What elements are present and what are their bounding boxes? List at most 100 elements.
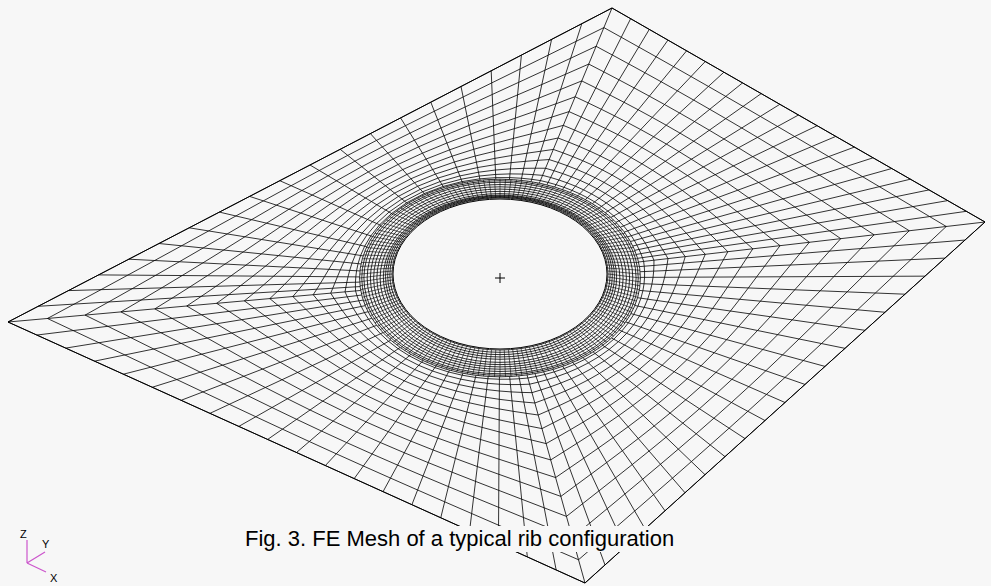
mesh-radial — [573, 362, 685, 492]
mesh-radial — [639, 222, 985, 262]
rib-radial — [525, 182, 533, 200]
rib-radial — [372, 237, 401, 243]
rib-ring — [362, 181, 638, 376]
rib-radial — [375, 233, 404, 239]
mesh-radial — [633, 179, 911, 246]
rib-radial — [590, 223, 617, 232]
mesh-ring — [155, 81, 841, 496]
rib-radial — [533, 346, 543, 372]
rib-radial — [363, 292, 395, 301]
mesh-radial — [441, 375, 476, 517]
rib-radial — [446, 187, 458, 204]
rib-radial — [608, 280, 640, 286]
mesh-ring — [345, 174, 654, 385]
rib-radial — [541, 344, 553, 369]
rib-radial — [504, 350, 505, 377]
rib-radial — [378, 311, 406, 326]
mesh-radial — [619, 330, 785, 402]
rib-radial — [413, 334, 433, 356]
mesh-radial — [620, 136, 835, 227]
rib-radial — [365, 251, 396, 253]
mesh-radial — [603, 345, 745, 438]
rib-radial — [537, 185, 548, 202]
axis-label: Z — [20, 528, 27, 540]
hole — [393, 199, 607, 349]
mesh-radial — [640, 284, 905, 295]
rib-radial — [533, 184, 543, 202]
rib-radial — [537, 345, 548, 370]
rib-radial — [508, 350, 511, 377]
rib-ring — [386, 196, 615, 357]
rib-radial — [380, 226, 408, 234]
rib-radial — [579, 326, 603, 345]
rib-radial — [360, 268, 392, 270]
rib-radial — [567, 334, 587, 356]
mesh-radial — [570, 51, 686, 193]
rib-radial — [397, 326, 421, 345]
mesh-radial — [636, 201, 947, 255]
rib-radial — [607, 286, 639, 294]
rib-radial — [451, 345, 462, 370]
mesh-radial — [521, 39, 551, 180]
rib-radial — [517, 180, 522, 199]
rib-radial — [441, 188, 455, 205]
rib-radial — [473, 181, 479, 199]
rib-radial — [422, 337, 440, 360]
rib-radial — [409, 332, 430, 353]
rib-radial — [361, 283, 393, 290]
rib-radial — [500, 350, 501, 377]
rib-radial — [390, 321, 415, 339]
rib-radial — [604, 251, 635, 253]
mesh-radial — [470, 376, 489, 530]
axis-label: Y — [42, 538, 49, 550]
mesh-radial — [370, 134, 425, 195]
rib-radial — [362, 289, 394, 297]
mesh-radial — [189, 228, 363, 256]
rib-radial — [607, 265, 639, 266]
mesh-radial — [612, 338, 765, 421]
mesh-radial — [431, 102, 463, 183]
rib-ring — [367, 185, 633, 372]
figure-caption: Fig. 3. FE Mesh of a typical rib configu… — [242, 526, 677, 552]
plate-outline — [8, 8, 985, 583]
rib-radial — [478, 180, 483, 199]
mesh-radial — [383, 370, 449, 491]
rib-radial — [596, 309, 625, 323]
rib-radial — [594, 230, 622, 237]
mesh-lines — [8, 8, 985, 583]
mesh-radial — [340, 149, 407, 203]
mesh-radial — [219, 212, 366, 247]
rib-radial — [590, 316, 617, 333]
rib-radial — [451, 185, 462, 202]
rib-radial — [380, 314, 408, 330]
rib-ring — [392, 198, 608, 350]
rib-radial — [462, 183, 471, 201]
mesh-radial — [280, 181, 381, 226]
mesh-radial — [624, 147, 854, 232]
mesh-radial — [123, 312, 368, 374]
mesh-radial — [66, 300, 363, 348]
rib-radial — [483, 349, 487, 376]
mesh-radial — [638, 211, 967, 258]
rib-radial — [563, 335, 582, 357]
rib-radial — [478, 349, 483, 376]
rib-radial — [570, 332, 591, 353]
mesh-radial — [181, 325, 377, 400]
rib-radial — [360, 271, 392, 274]
rib-radial — [361, 286, 393, 294]
mesh-radial — [310, 165, 393, 214]
rib-radial — [508, 180, 511, 199]
rib-radial — [513, 180, 517, 199]
axis-label: X — [50, 572, 57, 584]
center-mark — [495, 273, 505, 283]
mesh-radial — [297, 354, 411, 452]
mesh-radial — [95, 306, 366, 362]
mesh-radial — [539, 8, 612, 183]
rib-radial — [383, 316, 410, 333]
rib-ring — [383, 195, 616, 359]
mesh-radial — [498, 377, 500, 544]
rib-radial — [585, 321, 610, 339]
rib-ring — [390, 197, 610, 352]
rib-radial — [405, 330, 427, 351]
